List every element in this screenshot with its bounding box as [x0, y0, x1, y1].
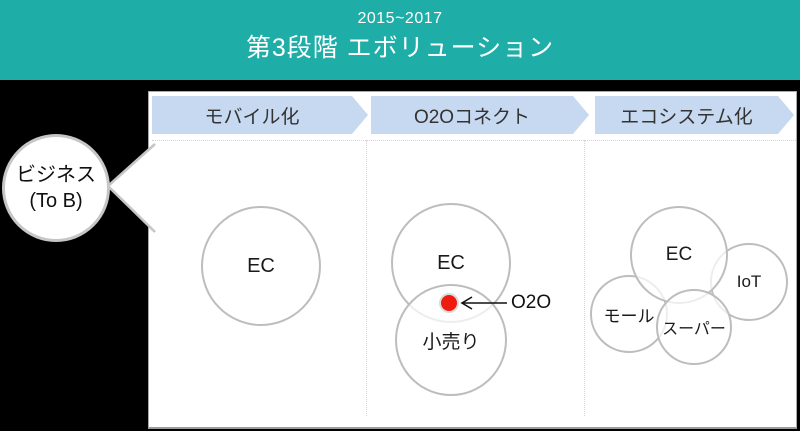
bubble-label-line1: ビジネス — [16, 164, 96, 186]
page-title: 第3段階 エボリューション — [245, 34, 555, 62]
stage-chevron-label: エコシステム化 — [620, 106, 753, 128]
stage-chevron-label: O2Oコネクト — [413, 106, 531, 128]
o2o-red-dot — [441, 295, 457, 311]
o2o-annotation-label: O2O — [511, 292, 552, 313]
o2o-arrow — [460, 296, 507, 310]
header-banner: 2015~2017 第3段階 エボリューション — [0, 0, 800, 80]
column-divider-2 — [584, 140, 585, 416]
stage-chevron-o2o-connect: O2Oコネクト — [371, 96, 589, 134]
circle-ec-mobile: EC — [201, 206, 321, 326]
circle-label: 小売り — [422, 331, 480, 353]
stage-chevron-label: モバイル化 — [204, 106, 300, 128]
column-divider-top — [152, 140, 796, 141]
header-period: 2015~2017 — [357, 10, 443, 27]
circle-supermarket: スーパー — [656, 289, 732, 365]
circle-label: モール — [603, 306, 655, 326]
circle-ec-ecosystem: EC — [630, 206, 728, 304]
stage-chevron-mobile: モバイル化 — [152, 96, 368, 134]
circle-retail: 小売り — [395, 284, 507, 396]
content-panel: モバイル化 O2Oコネクト エコシステム化 EC EC 小売り O2O — [148, 91, 797, 429]
circle-label: IoT — [736, 272, 762, 291]
column-divider-1 — [366, 140, 367, 416]
circle-label: EC — [247, 254, 275, 277]
circle-label: EC — [665, 244, 693, 265]
circle-label: EC — [437, 251, 465, 274]
stage-chevron-ecosystem: エコシステム化 — [595, 96, 794, 134]
bubble-label-line2: (To B) — [29, 190, 83, 212]
circle-label: スーパー — [662, 321, 726, 338]
business-bubble: ビジネス (To B) — [2, 134, 110, 242]
